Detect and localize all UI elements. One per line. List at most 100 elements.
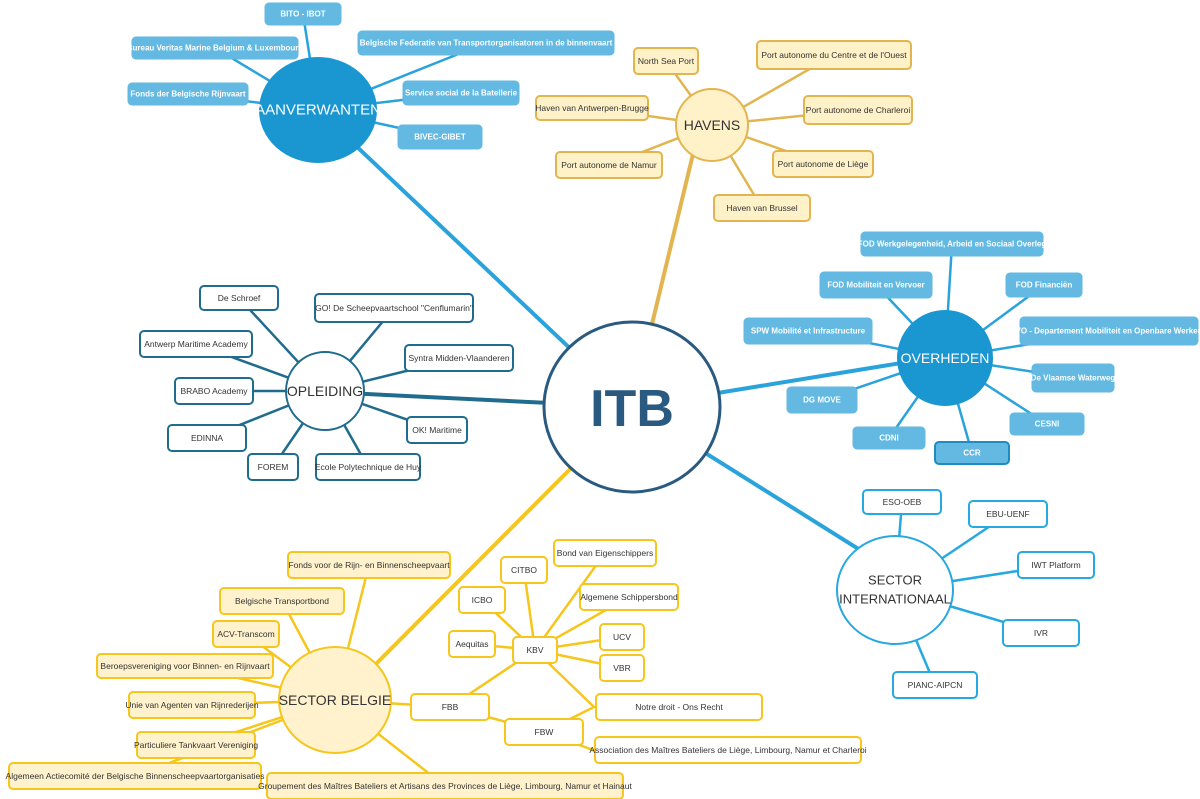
belgie-item-algemeen-actiecomite[interactable]: Algemeen Actiecomité der Belgische Binne… — [6, 762, 265, 790]
havens-item-port-liege[interactable]: Port autonome de Liège — [772, 150, 874, 178]
opleiding-item-ok-maritime[interactable]: OK! Maritime — [406, 416, 468, 444]
node-label: Particuliere Tankvaart Vereniging — [134, 740, 258, 750]
overheden-item-fod-mobiliteit[interactable]: FOD Mobiliteit en Vervoer — [819, 271, 933, 299]
overheden-item-dg-move[interactable]: DG MOVE — [786, 386, 858, 414]
aanverwanten-item-bivec-gibet[interactable]: BIVEC-GIBET — [397, 124, 483, 150]
kbv-item-citbo[interactable]: CITBO — [500, 556, 548, 584]
node-label: Port autonome de Namur — [561, 160, 657, 170]
kbv-item-notre-droit[interactable]: Notre droit - Ons Recht — [595, 693, 763, 721]
node-label: Port autonome de Liège — [778, 159, 869, 169]
node-label: EBU-UENF — [986, 509, 1029, 519]
belgie-item-fbw[interactable]: FBW — [504, 718, 584, 746]
opleiding-item-de-schroef[interactable]: De Schroef — [199, 285, 279, 311]
kbv-item-vbr[interactable]: VBR — [599, 654, 645, 682]
node-box-shape — [357, 30, 615, 56]
belgie-item-fonds-rijn[interactable]: Fonds voor de Rijn- en Binnenscheepvaart — [287, 551, 451, 579]
opleiding-item-antwerp-maritime[interactable]: Antwerp Maritime Academy — [139, 330, 253, 358]
kbv-item-aequitas[interactable]: Aequitas — [448, 630, 496, 658]
hub-overheden[interactable]: OVERHEDEN — [897, 310, 993, 406]
node-label: OK! Maritime — [412, 425, 462, 435]
overheden-item-vlaamse-waterweg[interactable]: De Vlaamse Waterweg — [1031, 363, 1116, 393]
node-box-shape — [595, 693, 763, 721]
node-label: Haven van Brussel — [726, 203, 797, 213]
belgie-item-fbb[interactable]: FBB — [410, 693, 490, 721]
hub-belgie[interactable]: SECTOR BELGIE — [278, 646, 392, 754]
havens-item-port-charleroi[interactable]: Port autonome de Charleroi — [803, 95, 913, 125]
kbv-item-bond-eigenschippers[interactable]: Bond van Eigenschippers — [553, 539, 657, 567]
aanverwanten-item-belgische-federatie[interactable]: Belgische Federatie van Transportorganis… — [357, 30, 615, 56]
overheden-item-cdni[interactable]: CDNI — [852, 426, 926, 450]
node-label: FBW — [535, 727, 554, 737]
belgie-item-acv-transcom[interactable]: ACV-Transcom — [212, 620, 280, 648]
havens-item-north-sea-port[interactable]: North Sea Port — [633, 47, 699, 75]
node-box-shape — [314, 293, 474, 323]
opleiding-item-edinna[interactable]: EDINNA — [167, 424, 247, 452]
opleiding-item-forem[interactable]: FOREM — [247, 453, 299, 481]
internationaal-item-ivr[interactable]: IVR — [1002, 619, 1080, 647]
overheden-item-spw[interactable]: SPW Mobilité et Infrastructure — [743, 317, 873, 345]
aanverwanten-item-BITO[interactable]: BITO - IBOT — [264, 2, 342, 26]
kbv-item-algemene-schippersbond[interactable]: Algemene Schippersbond — [579, 583, 679, 611]
node-box-shape — [713, 194, 811, 222]
node-box-shape — [131, 36, 299, 60]
kbv-item-icbo[interactable]: ICBO — [458, 586, 506, 614]
aanverwanten-item-fonds-rijnvaart[interactable]: Fonds der Belgische Rijnvaart — [127, 82, 249, 106]
node-box-shape — [212, 620, 280, 648]
node-box-shape — [819, 271, 933, 299]
overheden-item-vo-dmow[interactable]: VO - Departement Mobiliteit en Openbare … — [1016, 316, 1200, 346]
belgie-item-kbv[interactable]: KBV — [512, 636, 558, 664]
overheden-item-fod-werk[interactable]: FOD Werkgelegenheid, Arbeid en Sociaal O… — [858, 231, 1047, 257]
hub-label: SECTOR BELGIE — [279, 692, 392, 708]
hub-shape — [836, 535, 954, 645]
hub-label: AANVERWANTEN — [255, 102, 381, 119]
node-label: DG MOVE — [803, 396, 841, 405]
aanverwanten-item-service-social[interactable]: Service social de la Batellerie — [402, 80, 520, 106]
node-box-shape — [315, 453, 421, 481]
node-label: KBV — [526, 645, 543, 655]
hub-havens[interactable]: HAVENS — [675, 88, 749, 162]
hub-label: OVERHEDEN — [901, 350, 990, 366]
aanverwanten-item-bureau-veritas[interactable]: Bureau Veritas Marine Belgium & Luxembou… — [127, 36, 304, 60]
node-label: PIANC-AIPCN — [908, 680, 963, 690]
belgie-item-groupement[interactable]: Groupement des Maîtres Bateliers et Arti… — [258, 772, 632, 799]
hub-opleiding[interactable]: OPLEIDING — [285, 351, 365, 431]
opleiding-item-brabo[interactable]: BRABO Academy — [174, 377, 254, 405]
belgie-item-beroepsvereniging[interactable]: Beroepsvereniging voor Binnen- en Rijnva… — [96, 653, 274, 679]
node-box-shape — [404, 344, 514, 372]
fbw-item-association[interactable]: Association des Maîtres Bateliers de Liè… — [589, 736, 867, 764]
node-box-shape — [174, 377, 254, 405]
internationaal-item-ebu-uenf[interactable]: EBU-UENF — [968, 500, 1048, 528]
node-label: Unie van Agenten van Rijnrederijen — [125, 700, 259, 710]
node-box-shape — [128, 691, 256, 719]
belgie-item-transportbond[interactable]: Belgische Transportbond — [219, 587, 345, 615]
overheden-item-fod-financien[interactable]: FOD Financiën — [1005, 272, 1083, 298]
node-label: BITO - IBOT — [280, 10, 325, 19]
node-label: Belgische Transportbond — [235, 596, 329, 606]
node-label: ICBO — [472, 595, 493, 605]
havens-item-port-namur[interactable]: Port autonome de Namur — [555, 151, 663, 179]
kbv-item-ucv[interactable]: UCV — [599, 623, 645, 651]
node-box-shape — [860, 231, 1044, 257]
havens-item-haven-brussel[interactable]: Haven van Brussel — [713, 194, 811, 222]
belgie-item-unie-agenten[interactable]: Unie van Agenten van Rijnrederijen — [125, 691, 259, 719]
internationaal-item-pianc-aipcn[interactable]: PIANC-AIPCN — [892, 671, 978, 699]
overheden-item-cesni[interactable]: CESNI — [1009, 412, 1085, 436]
opleiding-item-go-cenflumarin[interactable]: GO! De Scheepvaartschool "Cenflumarin" — [314, 293, 474, 323]
node-label: Fonds voor de Rijn- en Binnenscheepvaart — [288, 560, 450, 570]
node-box-shape — [410, 693, 490, 721]
overheden-item-ccr[interactable]: CCR — [934, 441, 1010, 465]
hub-aanverwanten[interactable]: AANVERWANTEN — [255, 57, 381, 163]
node-box-shape — [397, 124, 483, 150]
havens-item-port-centre-ouest[interactable]: Port autonome du Centre et de l'Ouest — [756, 40, 912, 70]
nodes: BITO - IBOT Bureau Veritas Marine Belgium… — [6, 2, 1200, 799]
opleiding-item-syntra[interactable]: Syntra Midden-Vlaanderen — [404, 344, 514, 372]
belgie-item-tankvaart[interactable]: Particuliere Tankvaart Vereniging — [134, 731, 258, 759]
internationaal-item-eso-oeb[interactable]: ESO-OEB — [862, 489, 942, 515]
hub-itb[interactable]: ITB — [542, 320, 722, 494]
internationaal-item-iwt-platform[interactable]: IWT Platform — [1017, 551, 1095, 579]
node-box-shape — [264, 2, 342, 26]
havens-item-antwerpen-brugge[interactable]: Haven van Antwerpen-Brugge — [535, 95, 649, 121]
opleiding-item-ecole-huy[interactable]: Ecole Polytechnique de Huy — [315, 453, 422, 481]
